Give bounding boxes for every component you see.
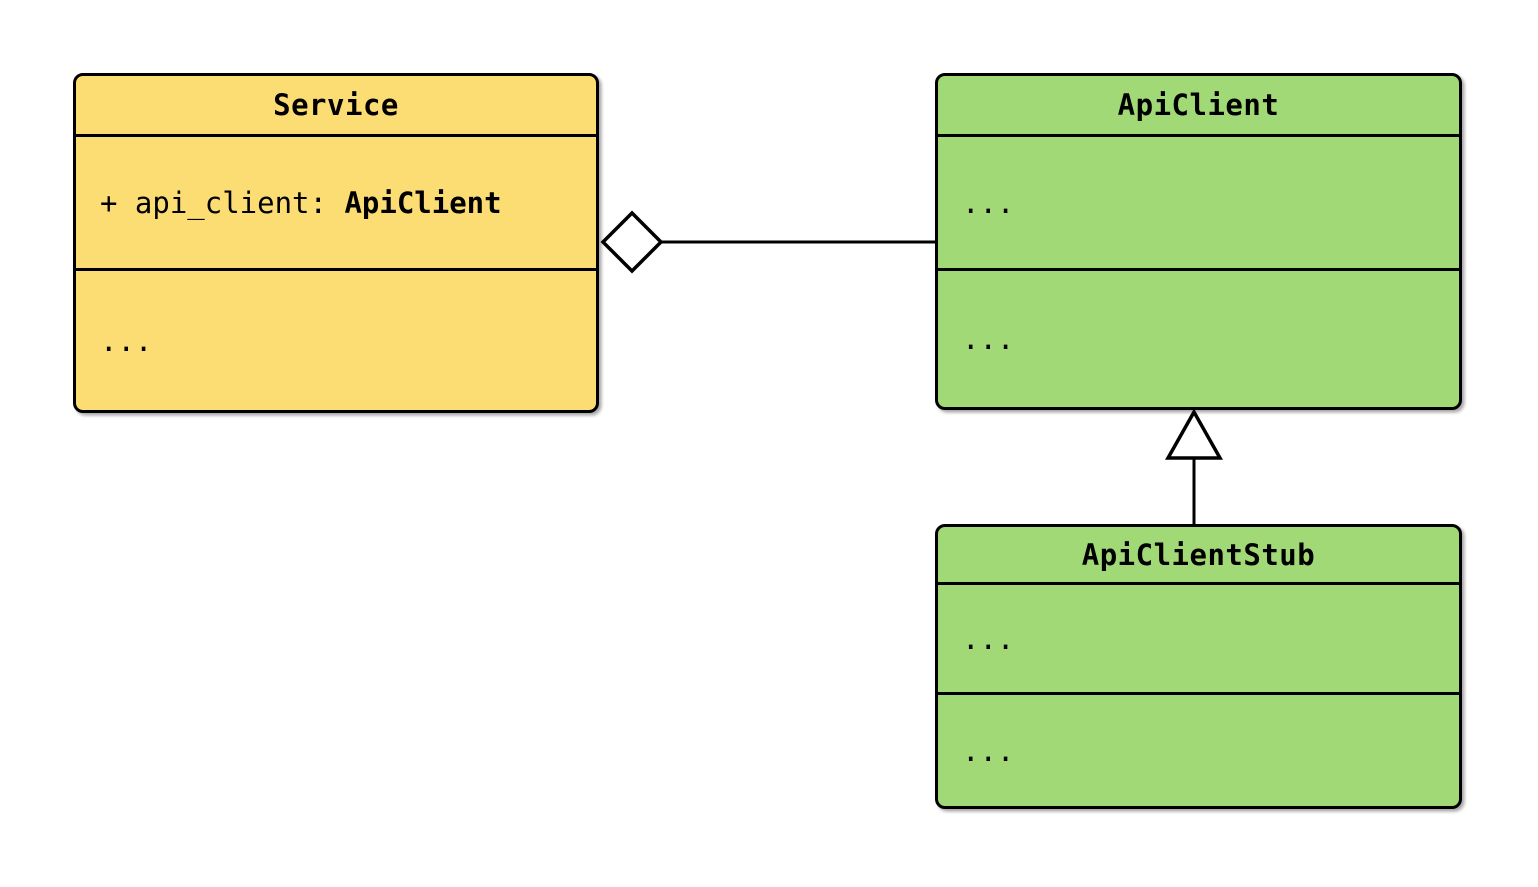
class-attributes-section: ... [938,137,1459,271]
attributes-text: ... [962,621,1015,656]
class-title: ApiClient [938,76,1459,137]
class-box-apiclient: ApiClient ... ... [935,73,1462,410]
aggregation-diamond-icon [600,210,664,274]
inheritance-triangle-icon [1165,408,1223,460]
inheritance-connector [1165,408,1223,526]
attributes-text: ... [962,185,1015,220]
class-methods-section: ... [76,271,596,410]
methods-text: ... [962,733,1015,768]
class-attributes-section: + api_client: ApiClient [76,137,596,271]
methods-text: ... [962,322,1015,356]
class-box-service: Service + api_client: ApiClient ... [73,73,599,413]
aggregation-connector [600,210,937,274]
class-box-apiclientstub: ApiClientStub ... ... [935,524,1462,809]
methods-text: ... [100,323,153,358]
class-title: Service [76,76,596,137]
class-attributes-section: ... [938,585,1459,695]
class-methods-section: ... [938,271,1459,407]
class-methods-section: ... [938,695,1459,806]
class-title: ApiClientStub [938,527,1459,585]
attribute-type: ApiClient [344,185,502,220]
attribute-text: + api_client: [100,185,345,220]
